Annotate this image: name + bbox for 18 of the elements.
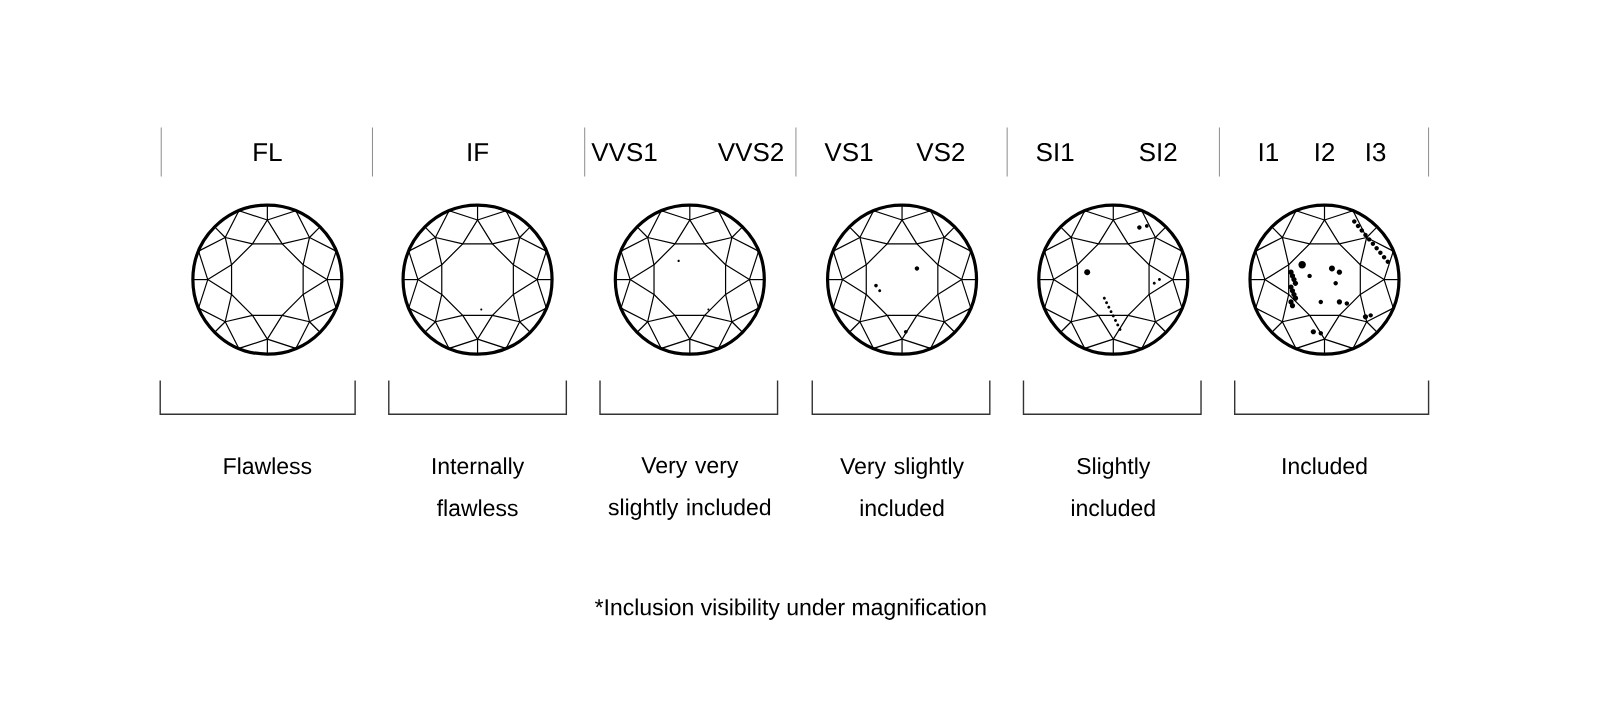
clarity-description: Slightly included — [1072, 457, 1155, 517]
grade-label: VS2 — [916, 142, 965, 162]
clarity-description: Internally flawless — [433, 457, 525, 517]
clarity-description: Included — [1283, 457, 1367, 475]
grade-label: VVS1 — [591, 142, 657, 162]
clarity-description: Flawless — [224, 457, 312, 475]
caption: *Inclusion visibility under magnification — [594, 598, 986, 620]
grade-label: I3 — [1367, 142, 1386, 162]
grade-label: FL — [254, 143, 282, 162]
grade-label: VVS2 — [717, 142, 783, 162]
grade-label: SI1 — [1036, 142, 1074, 162]
clarity-description: Very slightly included — [840, 457, 964, 517]
grade-label: SI2 — [1139, 142, 1177, 162]
clarity-description: Very very slightly included — [608, 457, 771, 520]
grade-label: VS1 — [824, 142, 873, 162]
grade-label: IF — [468, 143, 489, 162]
grade-label: I1 — [1259, 143, 1278, 162]
grade-label: I2 — [1316, 142, 1335, 162]
